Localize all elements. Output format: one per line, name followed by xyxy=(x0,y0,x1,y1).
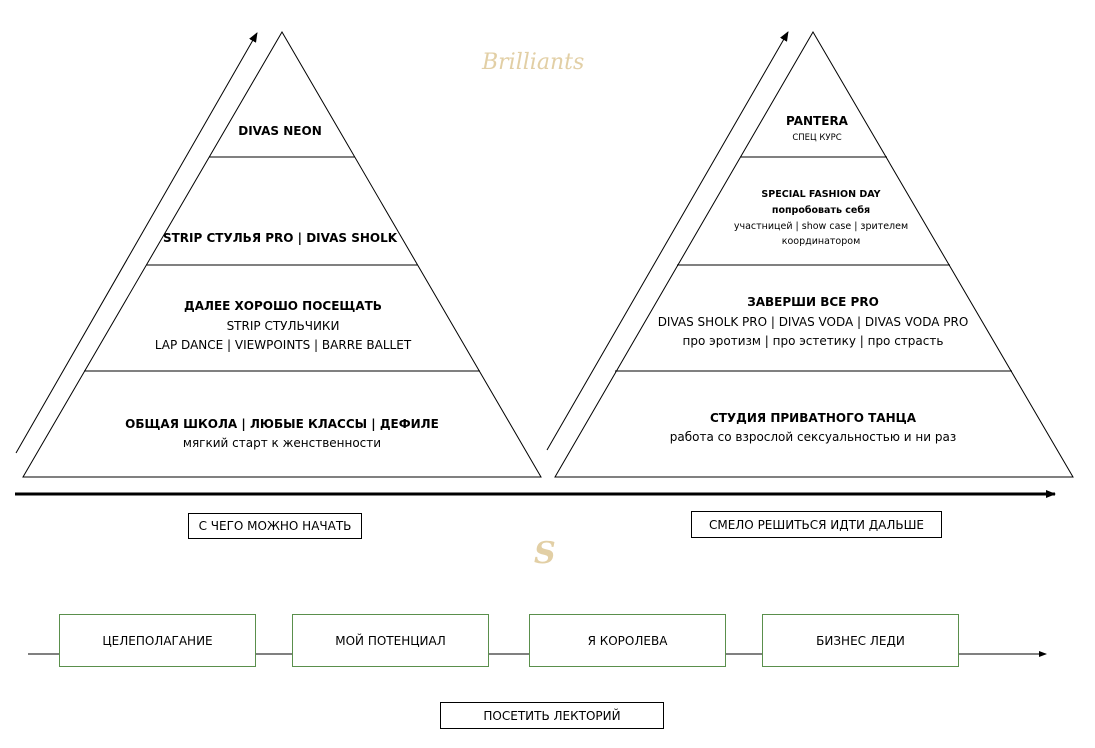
right-level-3-line1: DIVAS SHOLK PRO | DIVAS VODA | DIVAS VOD… xyxy=(658,315,969,329)
right-growth-arrow xyxy=(546,31,789,451)
right-pyramid-outline xyxy=(554,31,1074,478)
right-level-2-line2: участницей | show case | зрителем xyxy=(734,221,908,232)
timeline-step-my-potential[interactable]: МОЙ ПОТЕНЦИАЛ xyxy=(292,614,489,667)
right-level-4-line1: работа со взрослой сексуальностью и ни р… xyxy=(670,430,956,444)
right-level-4-title: СТУДИЯ ПРИВАТНОГО ТАНЦА xyxy=(710,411,917,425)
monogram-logo: S xyxy=(534,536,556,571)
timeline-step-i-am-queen[interactable]: Я КОРОЛЕВА xyxy=(529,614,726,667)
left-level-4-line1: мягкий старт к женственности xyxy=(183,436,381,450)
left-pyramid-outline xyxy=(22,31,542,478)
timeline-step-business-lady[interactable]: БИЗНЕС ЛЕДИ xyxy=(762,614,959,667)
left-caption-box[interactable]: С ЧЕГО МОЖНО НАЧАТЬ xyxy=(188,513,362,539)
right-level-2-title: SPECIAL FASHION DAY xyxy=(761,189,880,200)
left-pyramid: DIVAS NEON STRIP СТУЛЬЯ PRO | DIVAS SHOL… xyxy=(15,31,542,478)
left-level-3-line2: LAP DANCE | VIEWPOINTS | BARRE BALLET xyxy=(155,338,412,352)
right-level-2-line1: попробовать себя xyxy=(772,205,870,216)
left-level-2-title: STRIP СТУЛЬЯ PRO | DIVAS SHOLK xyxy=(163,231,398,245)
timeline-step-goal-setting[interactable]: ЦЕЛЕПОЛАГАНИЕ xyxy=(59,614,256,667)
right-caption-box[interactable]: СМЕЛО РЕШИТЬСЯ ИДТИ ДАЛЬШЕ xyxy=(691,511,942,538)
right-level-2-line3: координатором xyxy=(782,236,861,247)
left-level-3-title: ДАЛЕЕ ХОРОШО ПОСЕЩАТЬ xyxy=(184,299,382,313)
left-growth-arrow xyxy=(15,32,258,454)
right-level-1-title: PANTERA xyxy=(786,114,849,128)
visit-lectorium-button[interactable]: ПОСЕТИТЬ ЛЕКТОРИЙ xyxy=(440,702,664,729)
brilliants-logo: Brilliants xyxy=(482,50,585,75)
left-level-4-title: ОБЩАЯ ШКОЛА | ЛЮБЫЕ КЛАССЫ | ДЕФИЛЕ xyxy=(125,417,439,431)
left-level-3-line1: STRIP СТУЛЬЧИКИ xyxy=(227,319,340,333)
right-level-1-line1: СПЕЦ КУРС xyxy=(792,133,841,143)
right-pyramid: PANTERA СПЕЦ КУРС SPECIAL FASHION DAY по… xyxy=(546,31,1074,478)
left-level-1-title: DIVAS NEON xyxy=(238,124,322,138)
right-level-3-line2: про эротизм | про эстетику | про страсть xyxy=(683,334,944,348)
right-level-3-title: ЗАВЕРШИ ВСЕ PRO xyxy=(747,295,879,309)
